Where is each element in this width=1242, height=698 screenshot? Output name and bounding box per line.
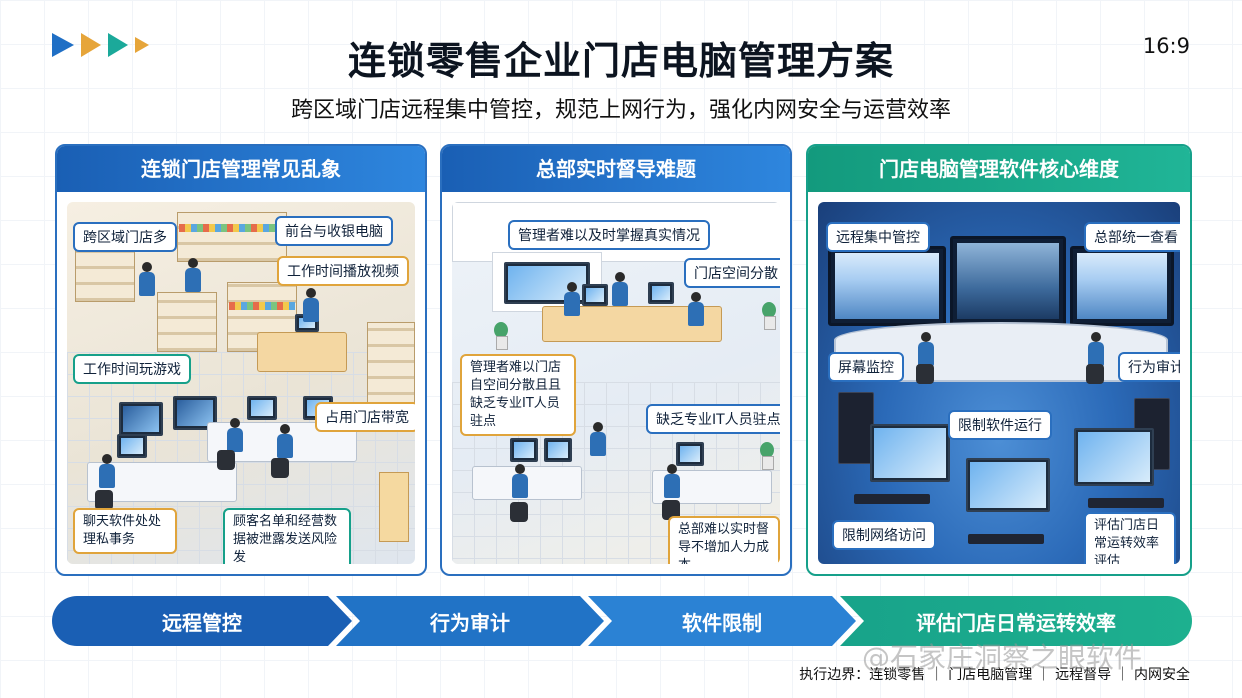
callout-restrict-software: 限制软件运行 xyxy=(948,410,1052,440)
office-chair xyxy=(1086,364,1104,384)
callout-no-real-info: 管理者难以及时掌握真实情况 xyxy=(508,220,710,250)
callout-hq-cost: 总部难以实时督导不增加人力成本 xyxy=(668,516,780,564)
plant xyxy=(758,442,776,470)
callout-no-it-staff-detail: 管理者难以门店自空间分散且且缺乏专业IT人员驻点 xyxy=(460,354,576,436)
office-chair xyxy=(662,500,680,520)
flow-step-efficiency-eval: 评估门店日常运转效率 xyxy=(840,596,1192,646)
keyboard xyxy=(854,494,930,504)
pc-monitor xyxy=(648,282,674,304)
callout-bandwidth: 占用门店带宽 xyxy=(315,402,415,432)
aspect-ratio-label: 16:9 xyxy=(1142,34,1190,58)
shelf xyxy=(157,292,217,352)
flow-step-software-restriction: 软件限制 xyxy=(588,596,856,646)
goods xyxy=(179,224,285,232)
logo-arrows-icon xyxy=(52,33,149,57)
staff-figure xyxy=(139,262,155,296)
goods xyxy=(229,302,295,310)
pc-monitor xyxy=(582,284,608,306)
pc-monitor xyxy=(1074,428,1154,486)
plant xyxy=(760,302,778,330)
process-flow: 远程管控 行为审计 软件限制 评估门店日常运转效率 xyxy=(52,596,1192,646)
callout-remote-control: 远程集中管控 xyxy=(826,222,930,252)
panel-core-dimensions: 门店电脑管理软件核心维度 远程集中管控 总部统一查看 屏幕监控 行为审计 限制软… xyxy=(806,144,1192,576)
big-screen xyxy=(828,246,946,326)
staff-figure xyxy=(612,272,628,306)
office-chair xyxy=(217,450,235,470)
callout-efficiency-eval: 评估门店日常运转效率评估 xyxy=(1084,512,1176,564)
keyboard xyxy=(968,534,1044,544)
big-screen xyxy=(950,236,1066,326)
pc-monitor xyxy=(966,458,1050,512)
office-chair xyxy=(916,364,934,384)
office-chair xyxy=(510,502,528,522)
staff-figure xyxy=(688,292,704,326)
wall-video-screen xyxy=(119,402,163,436)
callout-video-at-work: 工作时间播放视频 xyxy=(277,256,409,286)
pc-tower xyxy=(838,392,874,464)
employee-figure xyxy=(277,424,293,458)
office-illustration: 管理者难以及时掌握真实情况 门店空间分散 管理者难以门店自空间分散且且缺乏专业I… xyxy=(452,202,780,564)
callout-behavior-audit: 行为审计 xyxy=(1118,352,1180,382)
employee-figure xyxy=(227,418,243,452)
cashier-figure xyxy=(303,288,319,322)
staff-figure xyxy=(185,258,201,292)
operator-figure xyxy=(918,332,934,366)
pc-monitor xyxy=(676,442,704,466)
pc-monitor xyxy=(544,438,572,462)
flow-step-remote-control: 远程管控 xyxy=(52,596,352,646)
footer-scope: 执行边界：连锁零售 ｜ 门店电脑管理 ｜ 远程督导 ｜ 内网安全 xyxy=(799,667,1190,683)
promo-standee xyxy=(379,472,409,542)
employee-figure xyxy=(664,464,680,498)
callout-restrict-network: 限制网络访问 xyxy=(832,520,936,550)
callout-chat-software: 聊天软件处处理私事务 xyxy=(73,508,177,554)
shelf xyxy=(367,322,415,412)
callout-front-desk-pc: 前台与收银电脑 xyxy=(275,216,393,246)
employee-figure xyxy=(512,464,528,498)
callout-gaming-at-work: 工作时间玩游戏 xyxy=(73,354,191,384)
page-subtitle: 跨区域门店远程集中管控，规范上网行为，强化内网安全与运营效率 xyxy=(290,98,951,123)
panel-store-chaos: 连锁门店管理常见乱象 跨区域门店多 前台与收银电脑 工作时间播放视频 工作时间玩… xyxy=(55,144,427,576)
panel-hq-supervision: 总部实时督导难题 管理者难以及时掌握真实情况 门店空间分散 管理者难以门店自空间… xyxy=(440,144,792,576)
shelf xyxy=(177,212,287,262)
callout-no-it-staff: 缺乏专业IT人员驻点 xyxy=(646,404,780,434)
staff-figure xyxy=(590,422,606,456)
callout-scattered-stores: 门店空间分散 xyxy=(684,258,780,288)
pc-monitor xyxy=(870,424,950,482)
wall-video-screen xyxy=(173,396,217,430)
manager-figure xyxy=(564,282,580,316)
panel-title: 总部实时督导难题 xyxy=(442,146,790,192)
office-chair xyxy=(271,458,289,478)
control-room-illustration: 远程集中管控 总部统一查看 屏幕监控 行为审计 限制软件运行 限制网络访问 评估… xyxy=(818,202,1180,564)
watermark: @石家庄洞察之眼软件 xyxy=(862,641,1143,674)
page-title: 连锁零售企业门店电脑管理方案 xyxy=(347,39,894,83)
panel-title: 门店电脑管理软件核心维度 xyxy=(808,146,1190,192)
operator-figure xyxy=(1088,332,1104,366)
pc-monitor xyxy=(247,396,277,420)
callout-screen-monitoring: 屏幕监控 xyxy=(828,352,904,382)
flow-step-behavior-audit: 行为审计 xyxy=(336,596,604,646)
keyboard xyxy=(1088,498,1164,508)
callout-hq-unified-view: 总部统一查看 xyxy=(1084,222,1180,252)
plant xyxy=(492,322,510,350)
pc-monitor xyxy=(117,434,147,458)
panel-title: 连锁门店管理常见乱象 xyxy=(57,146,425,192)
office-chair xyxy=(95,490,113,510)
store-illustration: 跨区域门店多 前台与收银电脑 工作时间播放视频 工作时间玩游戏 占用门店带宽 聊… xyxy=(67,202,415,564)
employee-figure xyxy=(99,454,115,488)
callout-many-regions: 跨区域门店多 xyxy=(73,222,177,252)
pc-monitor xyxy=(510,438,538,462)
callout-data-leak: 顾客名单和经营数据被泄露发送风险发 xyxy=(223,508,351,564)
big-screen xyxy=(1070,246,1174,326)
checkout-counter xyxy=(257,332,347,372)
